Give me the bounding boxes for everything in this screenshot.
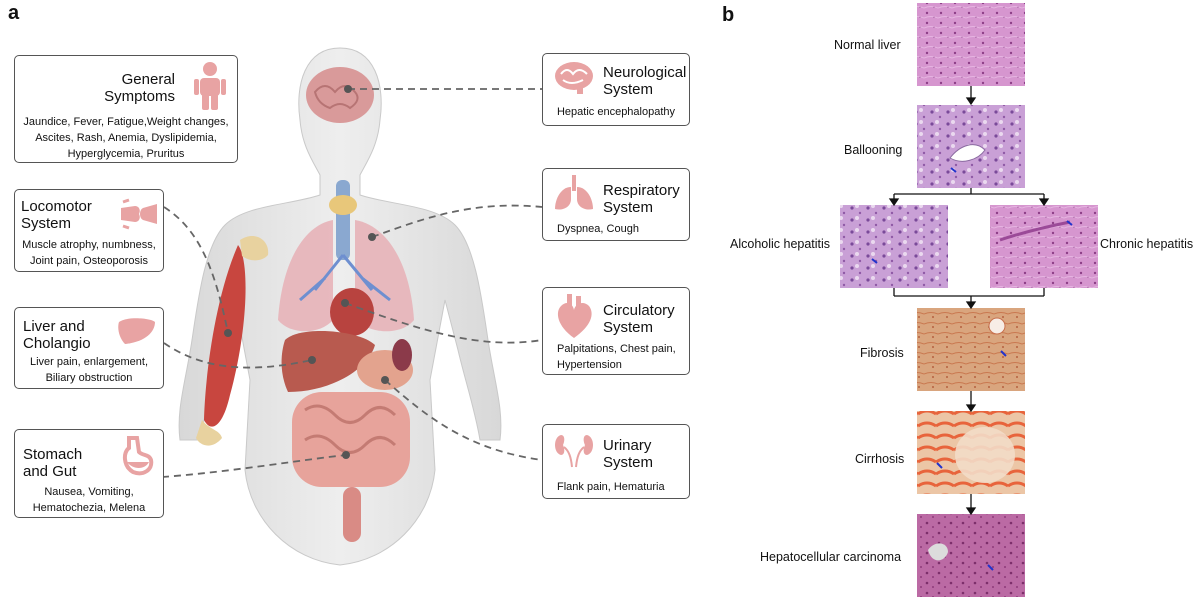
lungs-icon bbox=[555, 175, 593, 210]
stage-label-normal-liver: Normal liver bbox=[834, 38, 901, 52]
general-symptoms-list: Jaundice, Fever, Fatigue,Weight changes,… bbox=[23, 116, 229, 160]
histology-chronic-hepatitis bbox=[990, 205, 1098, 288]
brain bbox=[306, 67, 374, 123]
respiratory-symptoms-list: Dyspnea, Cough bbox=[557, 223, 639, 235]
neurological-system-title: Neurological System bbox=[603, 64, 687, 98]
urinary-system-box: Urinary System Flank pain, Hematuria bbox=[542, 424, 690, 499]
liver-icon bbox=[118, 318, 155, 344]
circulatory-system-title: Circulatory System bbox=[603, 302, 675, 336]
pointer-arrow bbox=[1066, 220, 1073, 226]
stage-label-fibrosis: Fibrosis bbox=[860, 346, 904, 360]
respiratory-system-box: Respiratory System Dyspnea, Cough bbox=[542, 168, 690, 241]
liver-cholangio-title: Liver and Cholangio bbox=[23, 318, 91, 352]
respiratory-system-title: Respiratory System bbox=[603, 182, 680, 216]
pointer-arrow bbox=[871, 258, 878, 264]
pointer-arrow bbox=[987, 564, 994, 571]
pointer-arrow bbox=[936, 462, 943, 469]
neurological-system-box: Neurological System Hepatic encephalopat… bbox=[542, 53, 690, 126]
person-icon bbox=[194, 62, 226, 110]
locomotor-system-title: Locomotor System bbox=[21, 198, 92, 232]
connector-lines bbox=[161, 88, 543, 478]
histology-fibrosis bbox=[917, 308, 1025, 391]
stage-label-cirrhosis: Cirrhosis bbox=[855, 452, 905, 466]
general-symptoms-title: General Symptoms bbox=[104, 71, 175, 105]
intestines bbox=[292, 392, 410, 487]
liver bbox=[281, 330, 375, 392]
liver-cholangio-box: Liver and Cholangio Liver pain, enlargem… bbox=[14, 307, 164, 389]
urinary-symptoms-list: Flank pain, Hematuria bbox=[557, 481, 665, 493]
circulatory-symptoms-list: Palpitations, Chest pain, Hypertension bbox=[557, 343, 676, 371]
heart-icon bbox=[557, 294, 592, 338]
arm-muscle bbox=[204, 245, 246, 427]
stomach-gut-title: Stomach and Gut bbox=[23, 446, 83, 480]
stage-label-hepatocellular-carcinoma: Hepatocellular carcinoma bbox=[760, 550, 902, 564]
urinary-system-title: Urinary System bbox=[603, 437, 654, 471]
stomach-gut-box: Stomach and Gut Nausea, Vomiting, Hemato… bbox=[14, 429, 164, 518]
pointer-arrow bbox=[950, 167, 957, 173]
locomotor-symptoms-list: Muscle atrophy, numbness, Joint pain, Os… bbox=[22, 239, 156, 267]
stomach-symptoms-list: Nausea, Vomiting, Hematochezia, Melena bbox=[32, 486, 146, 514]
stage-label-chronic-hepatitis: Chronic hepatitis bbox=[1100, 237, 1194, 251]
neurological-symptoms-list: Hepatic encephalopathy bbox=[556, 106, 676, 118]
panel-b-letter: b bbox=[722, 4, 735, 26]
joint-icon bbox=[121, 198, 157, 230]
circulatory-system-box: Circulatory System Palpitations, Chest p… bbox=[542, 287, 690, 375]
kidneys-icon bbox=[555, 435, 593, 468]
anatomy-illustration bbox=[161, 47, 543, 566]
histology-normal-liver bbox=[917, 3, 1025, 86]
pointer-arrow bbox=[1000, 350, 1007, 357]
brain-icon bbox=[555, 62, 593, 94]
stage-label-alcoholic-hepatitis: Alcoholic hepatitis bbox=[730, 237, 831, 251]
heart bbox=[330, 288, 374, 336]
stomach-icon bbox=[122, 436, 154, 476]
stage-label-ballooning: Ballooning bbox=[844, 143, 903, 157]
panel-a-letter: a bbox=[8, 2, 20, 24]
general-symptoms-box: General Symptoms Jaundice, Fever, Fatigu… bbox=[14, 55, 238, 163]
liver-symptoms-list: Liver pain, enlargement, Biliary obstruc… bbox=[29, 356, 148, 384]
locomotor-system-box: Locomotor System Muscle atrophy, numbnes… bbox=[14, 189, 164, 272]
histology-alcoholic-hepatitis bbox=[840, 205, 948, 288]
left-lung bbox=[278, 220, 333, 332]
flow-arrows bbox=[888, 86, 1050, 516]
